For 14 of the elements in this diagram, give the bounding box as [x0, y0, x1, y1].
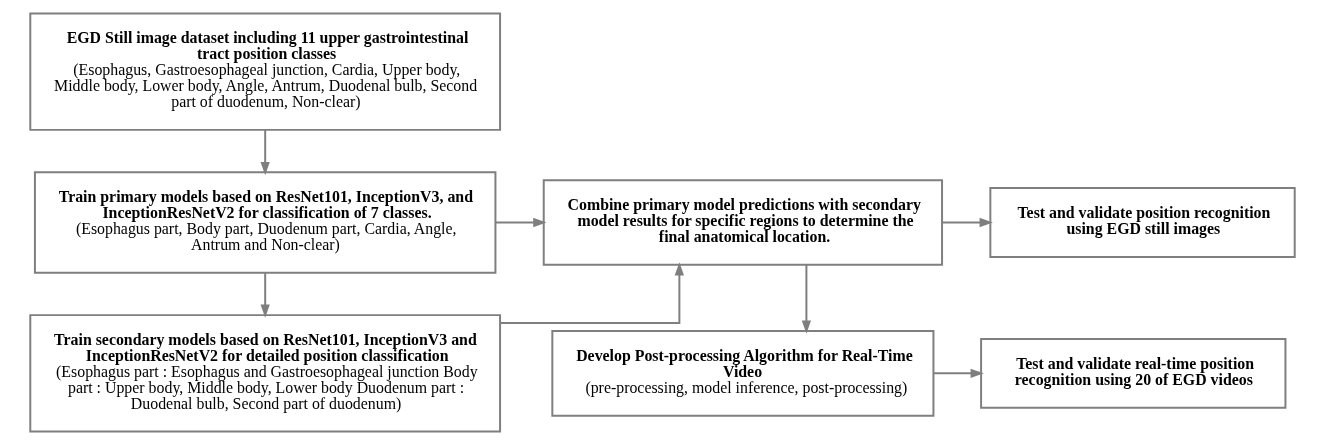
- node-box: Train secondary models based on ResNet101, InceptionV3 and InceptionResNetV2 for detailed position classification (Esophagus part : Esophagus and Gastroesophageal junction Body part : Upper body, Middle body, Lower body Duodenum part : Duodenal bulb, Second part of duodenum): [28, 314, 501, 433]
- arrow: [932, 368, 984, 378]
- arrow: [801, 263, 811, 334]
- arrow: [498, 262, 684, 325]
- node-box: Train primary models based on ResNet101, InceptionV3, and InceptionResNetV2 for classification of 7 classes. (Esophagus part, Body part, Duodenum part, Cardia, Angle, Antrum and Non-clear): [33, 171, 496, 274]
- node-box: EGD Still image dataset including 11 upper gastrointestinal tract position classes (Esophagus, Gastroesophageal junction, Cardia, Upper body, Middle body, Lower body, Angle, Antrum, Duodenal bulb, Second part of duodenum, Non-clear): [28, 12, 501, 131]
- arrow: [494, 217, 546, 228]
- arrow: [260, 272, 270, 318]
- node-box: Develop Post-processing Algorithm for Real-Time Video (pre-processing, model inference, post-processing): [550, 330, 934, 417]
- arrow: [260, 129, 270, 176]
- arrow: [940, 217, 993, 228]
- node-box: Test and validate position recognition using EGD still images: [988, 187, 1296, 258]
- node-box: Combine primary model predictions with secondary model results for specific regions to determine the final anatomical location.: [542, 179, 943, 266]
- node-box: Test and validate real-time position recognition using 20 of EGD videos: [979, 337, 1286, 409]
